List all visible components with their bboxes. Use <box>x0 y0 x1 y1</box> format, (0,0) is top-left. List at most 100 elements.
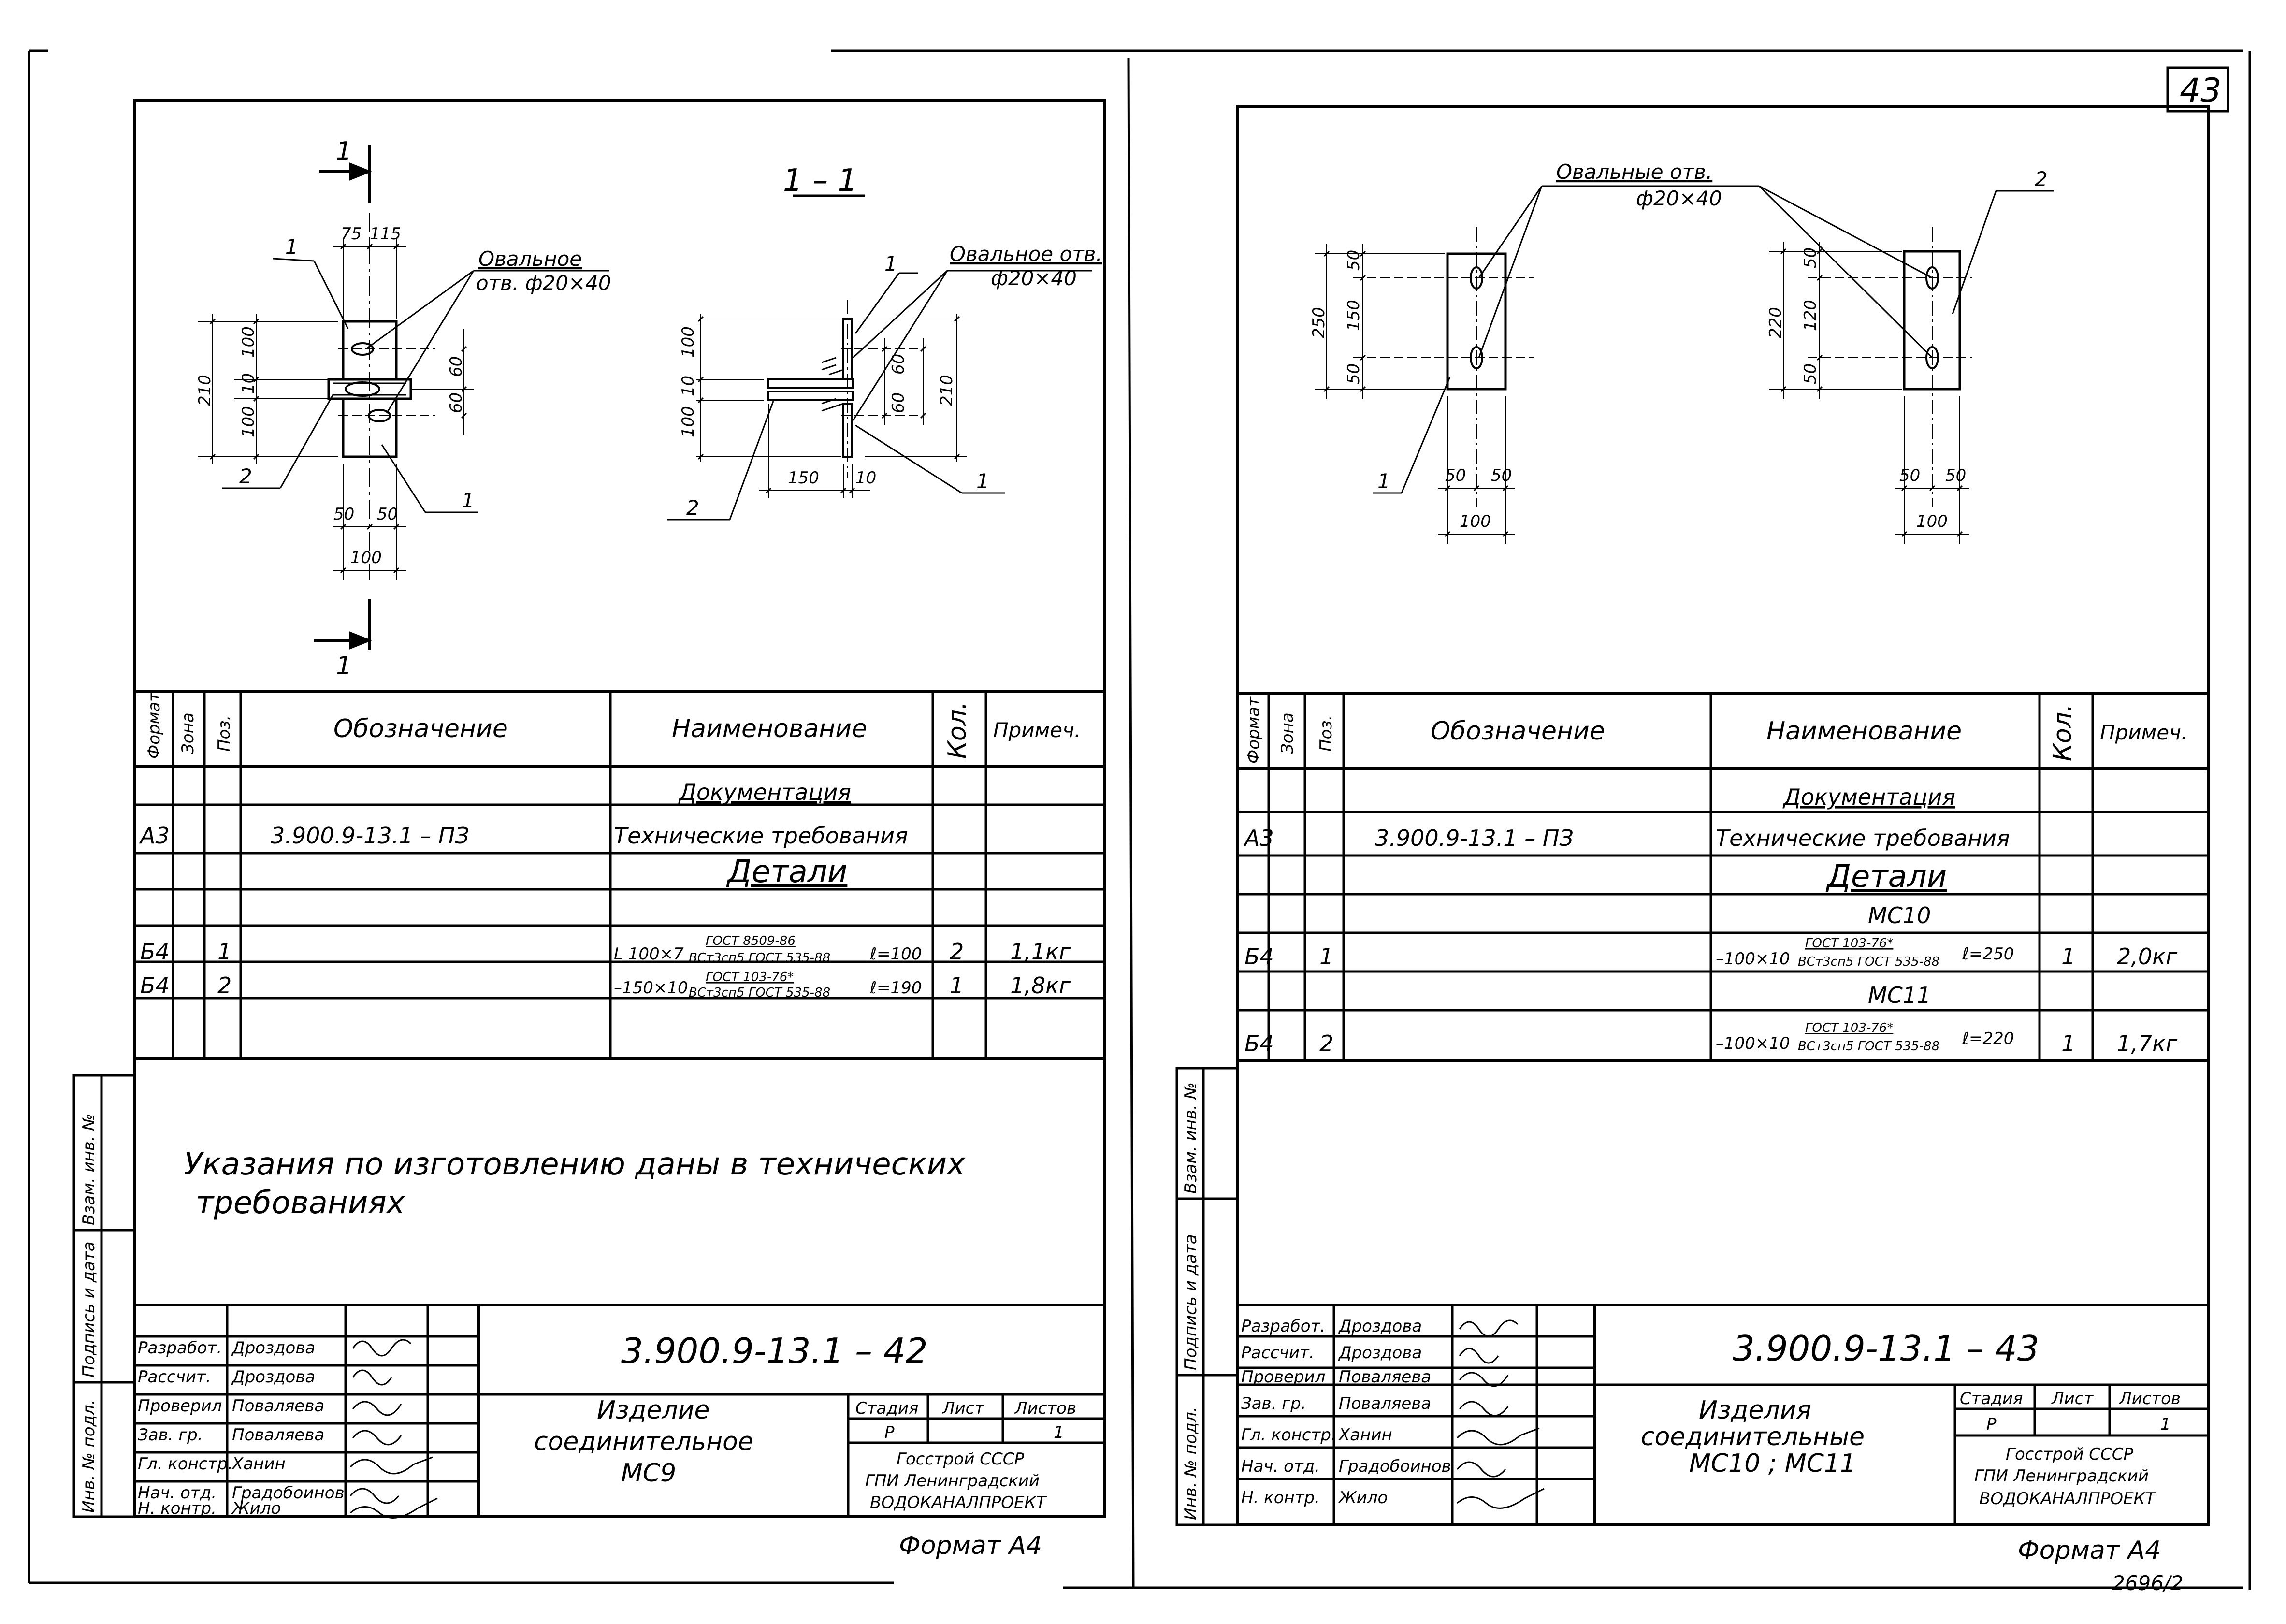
part2-dim-top: 50 <box>1801 247 1820 268</box>
tb-org-line3: ВОДОКАНАЛПРОЕКТ <box>1979 1489 2156 1508</box>
left-plan-labels: 1 1 Овальное отв. ф20×40 75 115 210 100 … <box>195 137 611 681</box>
section-callout-line2: ф20×40 <box>991 266 1077 290</box>
plan-dim-r-upper: 60 <box>447 356 466 377</box>
right-side-strip <box>1175 1067 1239 1526</box>
spec-row-name: Документация <box>1782 784 1955 810</box>
tb-sheets: 1 <box>2160 1415 2171 1434</box>
part1-dim-b-left: 50 <box>1445 466 1466 485</box>
spec-header-name: Наименование <box>672 714 867 743</box>
tb-name: Дроздова <box>1338 1343 1422 1363</box>
spec-row-qty: 2 <box>950 939 964 965</box>
right-spec-table <box>1237 692 2209 1062</box>
spec-row-name-num: ГОСТ 103-76* <box>706 970 794 985</box>
format-label: Формат А4 <box>899 1531 1042 1560</box>
section-dim-h-lower: 100 <box>679 406 698 437</box>
format-label: Формат А4 <box>2018 1536 2161 1565</box>
plan-pos-top: 1 <box>285 235 298 259</box>
section-pos-right: 1 <box>976 469 989 493</box>
tb-role: Н. контр. <box>138 1499 217 1518</box>
part1-dim-bot: 50 <box>1344 363 1363 384</box>
spec-row-format: Б4 <box>140 972 170 999</box>
spec-row-name-num: ГОСТ 103-76* <box>1805 1021 1893 1035</box>
spec-row-format: Б4 <box>1244 943 1274 970</box>
section-callout-line1: Овальное отв. <box>950 242 1102 266</box>
spec-row-name: Технические требования <box>1716 825 2010 851</box>
spec-header-designation: Обозначение <box>1431 717 1605 746</box>
spec-header-name: Наименование <box>1766 717 1962 746</box>
tb-item-line3: МС9 <box>621 1459 676 1488</box>
spec-header-pos: Поз. <box>215 715 234 752</box>
tb-org-line1: Госстрой СССР <box>897 1450 1024 1469</box>
tb-item-line1: Изделие <box>597 1396 710 1425</box>
tb-stage-label: Стадия <box>855 1399 918 1418</box>
plan-pos-right: 1 <box>462 489 475 512</box>
left-note: Указания по изготовлению даны в техничес… <box>184 1146 966 1221</box>
left-title-text: Разработ. Рассчит. Проверил Зав. гр. Гл.… <box>138 1331 1076 1519</box>
spec-row-pos: 1 <box>217 939 231 965</box>
tb-role: Рассчит. <box>1241 1343 1315 1363</box>
section-dim-r-total: 210 <box>937 375 956 406</box>
tb-org-line2: ГПИ Ленинградский <box>865 1471 1040 1491</box>
side-label-inventory: Инв. № подл. <box>79 1399 99 1513</box>
tb-name: Жило <box>231 1499 281 1518</box>
tb-name: Поваляева <box>1339 1394 1431 1413</box>
spec-row-note: 1,8кг <box>1010 972 1071 999</box>
right-title-text: Разработ. Рассчит. Проверил Зав. гр. Гл.… <box>1241 1317 2181 1509</box>
tb-stage: Р <box>1986 1415 1997 1434</box>
signature-scribble <box>349 1339 438 1519</box>
spec-row-name: Документация <box>678 779 851 805</box>
right-sheet: 43 <box>1175 66 2229 1595</box>
plan-dim-r-lower: 60 <box>447 392 466 413</box>
tb-item-line1: Изделия <box>1699 1396 1811 1425</box>
spec-row-name-num: ГОСТ 103-76* <box>1805 936 1893 951</box>
left-section-labels: 1 – 1 Овальное отв. ф20×40 100 10 100 60… <box>679 163 1102 520</box>
spec-header-qty: Кол. <box>2048 704 2077 762</box>
spec-row-pos: 2 <box>217 972 231 999</box>
tb-role: Н. контр. <box>1241 1488 1320 1508</box>
part2-dim-b-right: 50 <box>1945 466 1966 485</box>
tb-name: Дроздова <box>231 1338 315 1358</box>
spec-row-name: Детали <box>1825 859 1947 895</box>
tb-org-line2: ГПИ Ленинградский <box>1974 1466 2149 1486</box>
part2-dim-total: 220 <box>1766 307 1785 338</box>
tb-name: Дроздова <box>231 1367 315 1387</box>
tb-name: Градобоинов <box>232 1483 345 1503</box>
part1-dim-b-right: 50 <box>1491 466 1512 485</box>
spec-row-name: МС10 <box>1868 902 1931 928</box>
left-sheet-border <box>133 99 1106 1518</box>
spec-row-designation: 3.900.9-13.1 – ПЗ <box>271 823 469 849</box>
side-label-signature: Подпись и дата <box>1181 1234 1201 1370</box>
tb-name: Жило <box>1338 1488 1388 1508</box>
plan-pos-left: 2 <box>239 464 252 488</box>
part1-pos: 1 <box>1377 469 1390 493</box>
spec-row-designation: 3.900.9-13.1 – ПЗ <box>1375 825 1574 851</box>
tb-name: Ханин <box>231 1454 286 1474</box>
spec-row-name-den: ВСт3сп5 ГОСТ 535-88 <box>689 986 830 1000</box>
tb-item-line2: соединительные <box>1641 1422 1865 1451</box>
side-label-signature: Подпись и дата <box>79 1241 99 1378</box>
spec-row-name-prefix: L 100×7 <box>614 944 684 964</box>
tb-org-line1: Госстрой СССР <box>2006 1445 2133 1464</box>
tb-role: Гл. констр. <box>1241 1425 1336 1445</box>
side-label-inventory: Инв. № подл. <box>1181 1406 1201 1520</box>
part1-dim-total: 250 <box>1309 307 1329 338</box>
plan-dim-h-total: 210 <box>195 375 215 406</box>
part2-dim-mid: 120 <box>1801 300 1820 331</box>
left-sheet: 1 1 Овальное отв. ф20×40 75 115 210 100 … <box>72 99 1106 1560</box>
right-side-labels: Взам. инв. № Подпись и дата Инв. № подл. <box>1181 1082 1201 1520</box>
tb-name: Поваляева <box>232 1425 324 1445</box>
footer-code: 2696/2 <box>2112 1571 2184 1595</box>
spec-row-qty: 1 <box>2061 943 2075 970</box>
left-plan-view <box>198 145 609 650</box>
section-pos-left: 2 <box>686 496 699 520</box>
right-spec-text: Формат Зона Поз. Обозначение Наименовани… <box>1243 696 2187 1057</box>
section-dim-h-upper: 100 <box>679 326 698 358</box>
spec-row-name-den: ВСт3сп5 ГОСТ 535-88 <box>689 951 830 965</box>
part1-dim-b-total: 100 <box>1460 512 1491 531</box>
spec-header-designation: Обозначение <box>333 714 508 743</box>
section-title: 1 – 1 <box>783 163 857 199</box>
tb-role: Зав. гр. <box>1241 1394 1306 1413</box>
page-number-box <box>2166 66 2229 113</box>
note-line2: требованиях <box>196 1185 405 1221</box>
